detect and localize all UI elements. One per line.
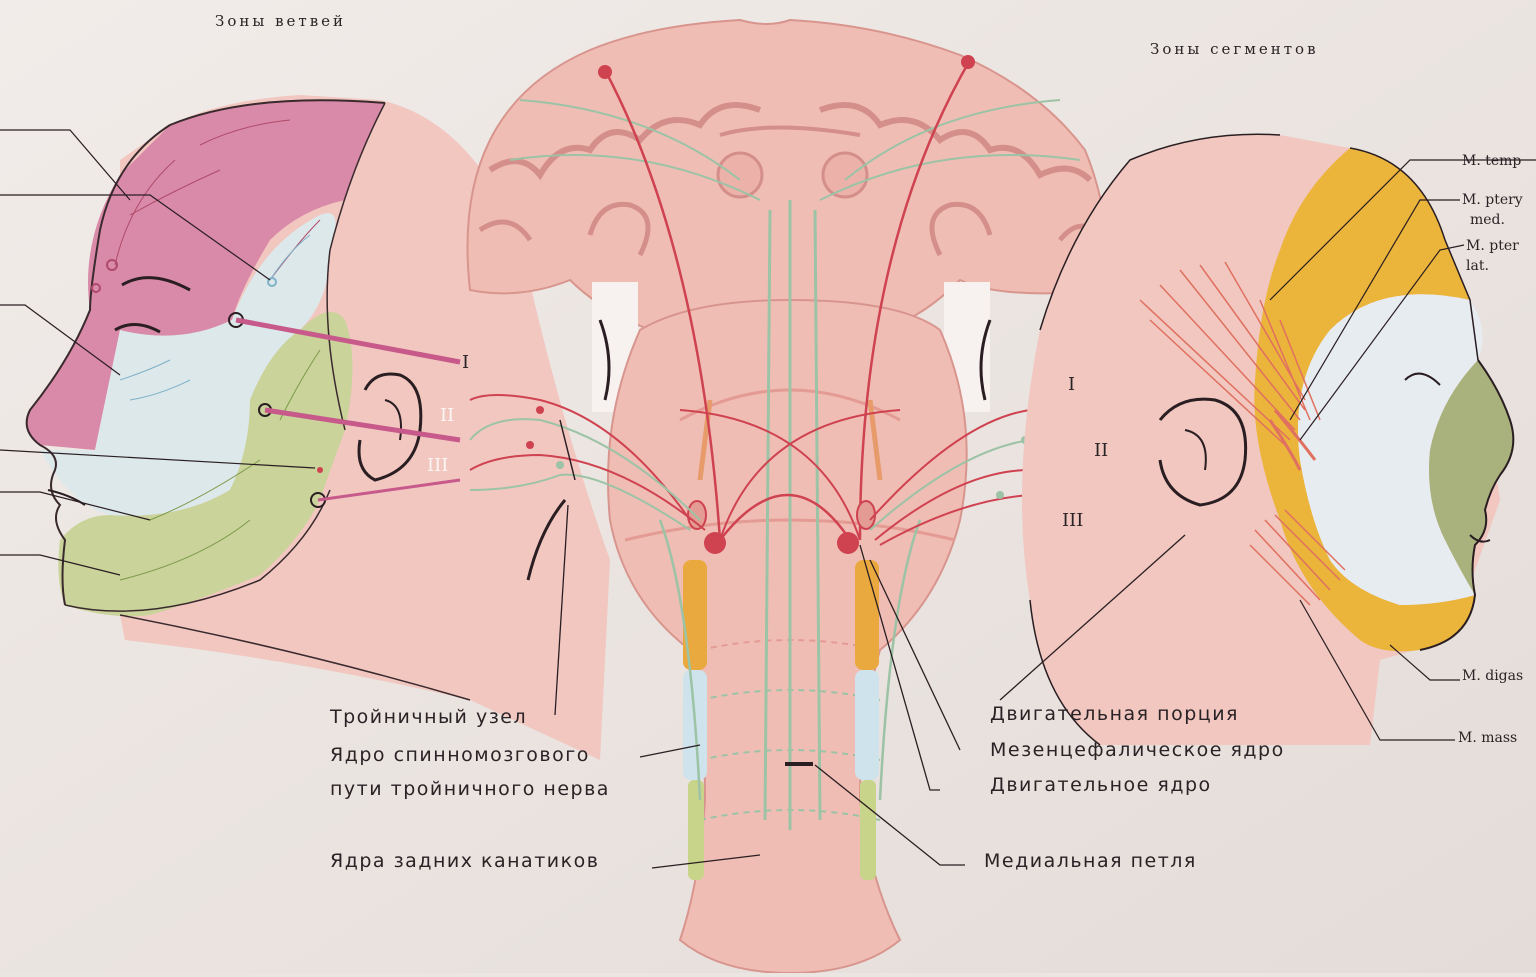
right-branch-label-III: III: [1062, 510, 1083, 531]
muscle-label-pterygoid-medial-abbr: med.: [1470, 212, 1505, 228]
right-branch-label-II: II: [1094, 440, 1108, 461]
muscle-label-masseter: M. mass: [1458, 730, 1517, 746]
label-mesencephalic-nucleus: Мезенцефалическое ядро: [990, 739, 1285, 761]
left-branch-label-I: I: [462, 352, 469, 373]
muscle-label-pterygoid-lateral: M. pter: [1466, 238, 1519, 254]
heading-zones-segments: Зоны сегментов: [1150, 40, 1319, 58]
label-trigeminal-ganglion: Тройничный узел: [330, 706, 527, 728]
muscle-label-temporalis: M. temp: [1462, 153, 1521, 169]
left-branch-label-III: III: [427, 455, 448, 476]
label-motor-portion: Двигательная порция: [990, 703, 1239, 725]
label-motor-nucleus: Двигательное ядро: [990, 774, 1212, 796]
left-branch-label-II: II: [440, 405, 454, 426]
muscle-label-pterygoid-lateral-abbr: lat.: [1466, 258, 1489, 274]
right-branch-label-I: I: [1068, 374, 1075, 395]
label-spinal-nucleus-line2: пути тройничного нерва: [330, 778, 610, 800]
heading-zones-branches: Зоны ветвей: [215, 12, 346, 30]
label-spinal-nucleus-line1: Ядро спинномозгового: [330, 744, 590, 766]
muscle-label-pterygoid-medial: M. ptery: [1462, 192, 1523, 208]
label-medial-lemniscus: Медиальная петля: [984, 850, 1197, 872]
muscle-label-digastric: M. digas: [1462, 668, 1523, 684]
label-posterior-column-nuclei: Ядра задних канатиков: [330, 850, 599, 872]
